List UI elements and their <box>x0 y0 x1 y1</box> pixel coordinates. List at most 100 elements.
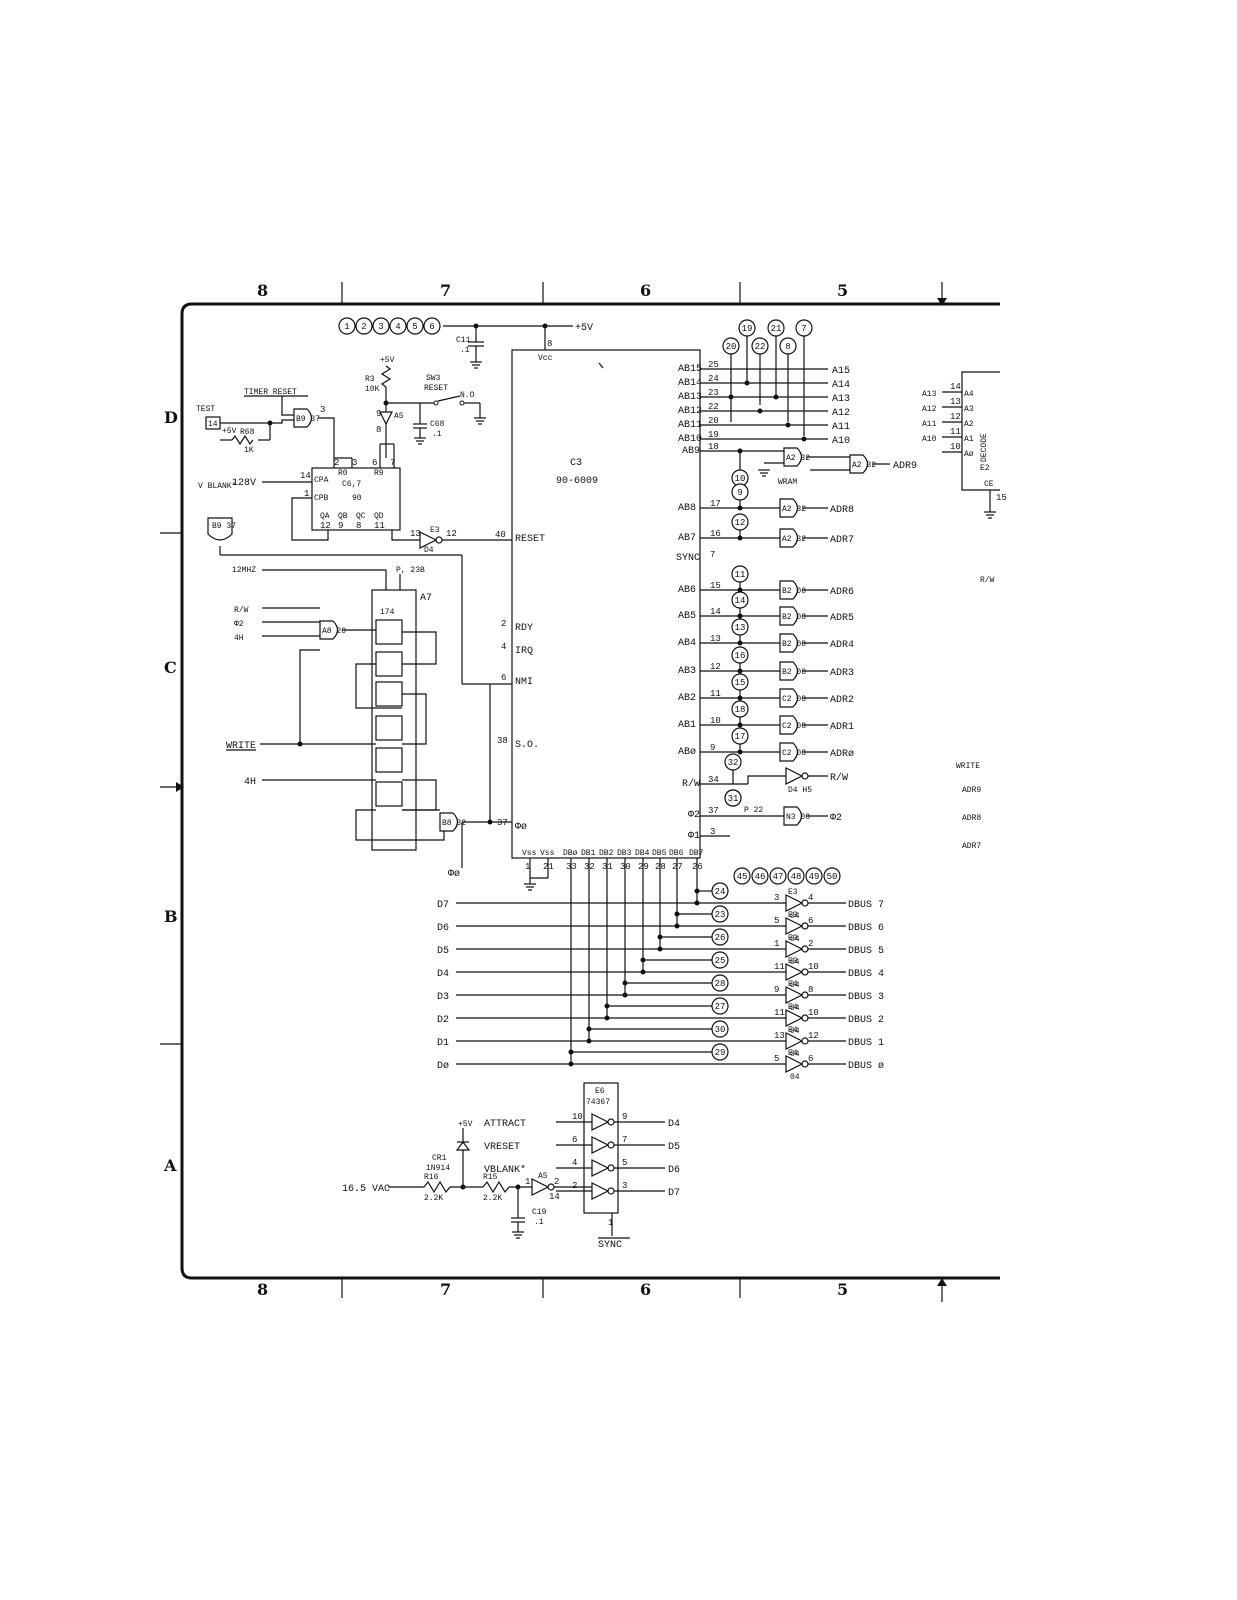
a7-ff <box>375 651 403 677</box>
data-test-point-top: 47 <box>773 872 784 882</box>
cpu-bottom-pins: Vss1Vss21DBø33DB132DB231DB330DB429DB528D… <box>522 849 704 891</box>
data-buffer-ref: E4 <box>788 1003 798 1012</box>
cut-label-write: WRITE <box>956 762 980 771</box>
data-buffer-triangle <box>785 963 804 981</box>
top-test-point: 22 <box>755 342 766 352</box>
power-header-pin-circle <box>372 317 390 335</box>
dbus-label: DBUS 6 <box>848 923 884 934</box>
cpu-reset-pin: 40 <box>495 530 506 540</box>
adr-gate-body <box>779 661 799 681</box>
adr-gate-body <box>779 606 799 626</box>
data-buffer-out-pin: 10 <box>808 962 819 972</box>
zone-col-7-top: 7 <box>440 281 451 300</box>
top-test-point: 8 <box>785 342 790 352</box>
clock-128v: 128V <box>232 478 256 489</box>
cut-label-rw: R/W <box>980 576 995 585</box>
cpu-vcc: Vcc <box>538 354 553 363</box>
decoder-input-name: A1 <box>964 435 974 444</box>
adr-test-point: 18 <box>735 705 746 715</box>
a5-reset-pin-in: 9 <box>376 409 381 419</box>
data-buffer-triangle <box>785 940 804 958</box>
phi2-out-label: Φ2 <box>830 813 842 824</box>
adr-gate-body <box>779 498 799 518</box>
data-buffer-sub: 04 <box>790 1027 800 1036</box>
data-buffer-out-pin: 10 <box>808 1008 819 1018</box>
e3-reset-ref: E3 <box>430 526 440 535</box>
data-test-point-top-circle <box>805 867 823 885</box>
data-buffer-sub: 04 <box>790 1073 800 1082</box>
address-net-label: A12 <box>832 408 850 419</box>
sw3-contact <box>459 400 465 406</box>
data-test-point-top-circle <box>751 867 769 885</box>
cpu-so: S.O. <box>515 740 539 751</box>
e6-out-pin: 3 <box>622 1181 627 1191</box>
top-test-point: 19 <box>742 324 753 334</box>
phi2-test-point: 31 <box>728 794 739 804</box>
cpu-bottom-pin-name: DB3 <box>617 849 632 858</box>
r3-ref: R3 <box>365 375 375 384</box>
data-buffer-in-pin: 11 <box>774 962 785 972</box>
wire <box>402 631 437 665</box>
a7-clock-label: 12MHZ <box>232 566 256 575</box>
data-buffer-sub: 04 <box>790 1050 800 1059</box>
address-pin-name: AB10 <box>678 434 702 445</box>
rw-buffer-bubble <box>801 772 809 780</box>
adr-pin-name: AB4 <box>678 638 696 649</box>
e6-part: 74367 <box>586 1098 610 1107</box>
cpu-bottom-pin-name: DB6 <box>669 849 684 858</box>
cpu-bottom-pin-name: Vss <box>522 849 537 858</box>
address-pin-num: 23 <box>708 388 719 398</box>
adr-pin-num: 9 <box>710 743 715 753</box>
e6-in-pin: 2 <box>572 1181 577 1191</box>
r15-ref: R15 <box>483 1173 498 1182</box>
cpu-so-pin: 38 <box>497 736 508 746</box>
a8-and-gate: A8 20 <box>322 627 346 636</box>
wram-label: WRAM <box>778 478 797 487</box>
power-header-pin-circle <box>338 317 356 335</box>
power-header-pin-circle <box>389 317 407 335</box>
c19-ref: C19 <box>532 1208 547 1217</box>
adr9-label: ADR9 <box>893 461 917 472</box>
address-net-label: A11 <box>832 422 850 433</box>
e6-enable-label: SYNC <box>598 1240 622 1251</box>
adr-pin-name: ABø <box>678 747 696 758</box>
decoder-ce: CE <box>984 480 994 489</box>
data-buffer-in-pin: 5 <box>774 916 779 926</box>
decoder-input-pin: 12 <box>950 412 961 422</box>
data-buffer-ref: E4 <box>788 1049 798 1058</box>
phi2-p-label: P 22 <box>744 806 763 815</box>
adr-gate: B2 08 <box>782 613 806 622</box>
phi2-gate-body <box>783 806 803 826</box>
address-pin-name: AB13 <box>678 392 702 403</box>
address-pin-name: AB15 <box>678 364 702 375</box>
counter-qa: QA <box>320 512 330 521</box>
counter-cpa-pin: 14 <box>300 471 311 481</box>
counter-cpb-pin: 1 <box>304 489 309 499</box>
adr-net-label: ADR4 <box>830 640 854 651</box>
data-buffer-sub: 04 <box>790 935 800 944</box>
counter-r9b-pin: 7 <box>390 458 395 468</box>
a7-input-rw: R/W <box>234 606 249 615</box>
wire <box>747 775 786 784</box>
cr1-diode <box>455 1141 471 1151</box>
c19-val: .1 <box>534 1218 544 1227</box>
data-buffer-in-pin: 1 <box>774 939 779 949</box>
wire <box>391 530 420 541</box>
cpu-rdy: RDY <box>515 623 533 634</box>
e3-reset-out: 12 <box>446 529 457 539</box>
adr-gate: B2 08 <box>782 640 806 649</box>
zone-row-d: D <box>164 408 178 427</box>
e6-buffer-bubble <box>607 1164 615 1172</box>
junction-dot <box>801 436 807 442</box>
dbus-label: DBUS 4 <box>848 969 884 980</box>
adr-pin-num: 14 <box>710 607 721 617</box>
cpu-vcc-pin: 8 <box>547 339 552 349</box>
adr-pin-name: AB7 <box>678 533 696 544</box>
adr-pin-name: AB5 <box>678 611 696 622</box>
adr-test-point: 13 <box>735 623 746 633</box>
address-pin-num: 19 <box>708 430 719 440</box>
address-pin-name: AB11 <box>678 420 702 431</box>
